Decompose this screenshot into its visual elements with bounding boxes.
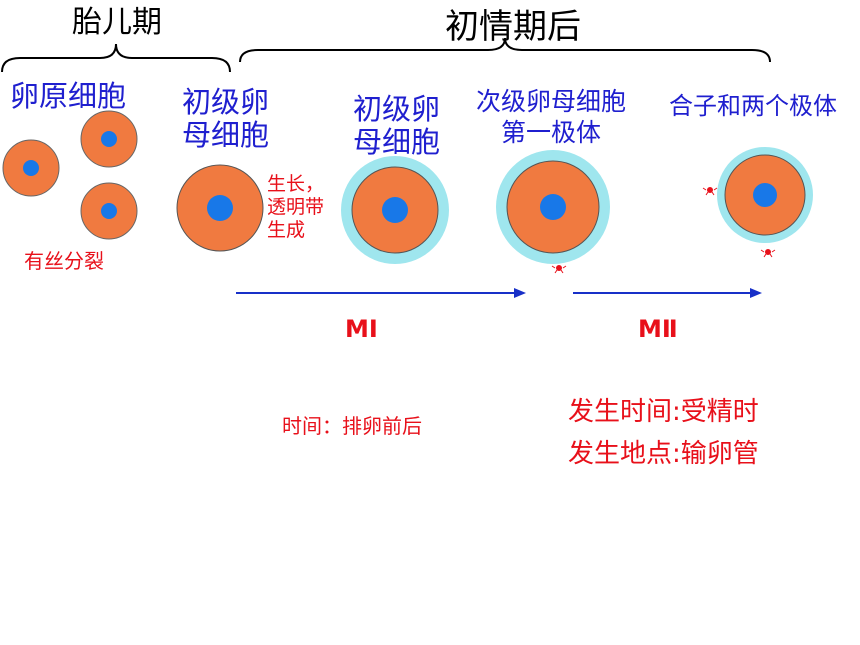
oogonium-label: 卵原细胞 [10, 79, 127, 113]
first-polar-body [551, 265, 567, 274]
growth-note: 生长， 透明带 生成 [267, 173, 325, 241]
meiosis-1-arrow [236, 288, 526, 298]
oogonium-cell [80, 110, 138, 168]
fetal-brace [1, 43, 231, 73]
meiosis-2-time-note: 发生时间:受精时 [568, 397, 759, 427]
secondary-oocyte-label: 次级卵母细胞 第一极体 [476, 87, 627, 148]
puberty-stage-label: 初情期后 [445, 7, 581, 47]
primary-oocyte-zona-label: 初级卵 母细胞 [353, 92, 441, 160]
polar-body [760, 249, 776, 258]
primary-oocyte-zona-cell [341, 156, 449, 264]
zygote-cell [717, 147, 813, 243]
fetal-stage-label: 胎儿期 [72, 5, 162, 40]
secondary-oocyte-cell [496, 150, 610, 264]
primary-oocyte-label: 初级卵 母细胞 [182, 85, 270, 153]
primary-oocyte-cell [176, 164, 264, 252]
polar-body [702, 187, 718, 196]
meiosis-1-time-note: 时间：排卵前后 [282, 414, 422, 438]
mitosis-note: 有丝分裂 [24, 249, 104, 273]
oogonium-cell [2, 139, 60, 197]
oogonium-cell [80, 182, 138, 240]
puberty-brace [239, 37, 771, 63]
zygote-label: 合子和两个极体 [669, 93, 837, 120]
meiosis-1-label: MⅠ [345, 315, 378, 343]
meiosis-2-label: MⅡ [638, 315, 678, 343]
meiosis-2-arrow [573, 288, 762, 298]
meiosis-2-place-note: 发生地点:输卵管 [568, 439, 759, 469]
